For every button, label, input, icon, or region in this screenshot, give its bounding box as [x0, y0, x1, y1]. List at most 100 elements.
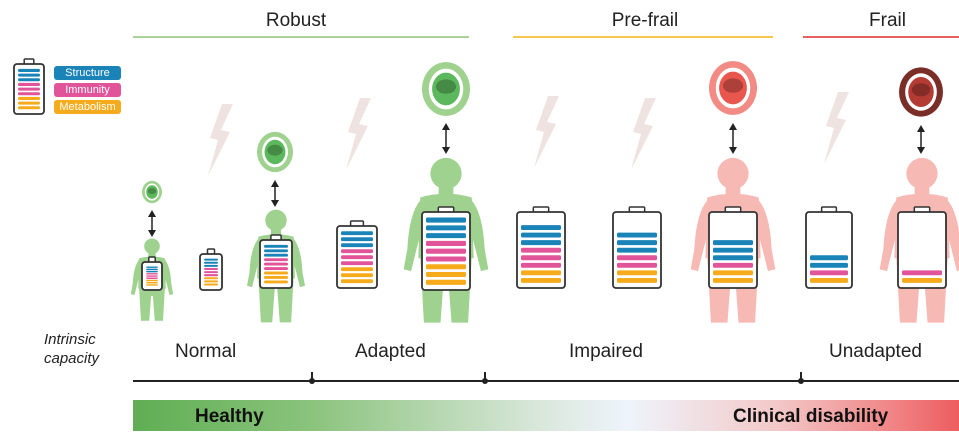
baby-mouth-icon-cavity	[146, 185, 158, 199]
adult-robust-battery-bar	[426, 264, 466, 270]
prefrail-mouth-icon-cavity	[719, 71, 747, 105]
prefrail-battery-2-bar	[617, 262, 657, 268]
child-battery-bar	[264, 262, 288, 266]
adult-prefrail-battery-bar	[713, 255, 753, 261]
child-battery-bar	[264, 280, 288, 284]
axis-tick-dot	[482, 378, 488, 384]
axis-tick-dot	[309, 378, 315, 384]
legend-battery-bar	[18, 92, 40, 96]
stage-title-prefrail: Pre-frail	[611, 10, 679, 31]
adult-robust-battery-bar	[426, 248, 466, 254]
baby-battery-bar	[146, 266, 158, 268]
child-mouth-arrow-head-down	[271, 200, 279, 207]
legend-battery-bar	[18, 68, 40, 72]
child-battery-bar	[264, 244, 288, 248]
baby-battery-bar	[146, 268, 158, 271]
small-battery-bar	[204, 271, 218, 274]
adult-prefrail-battery-bar	[713, 277, 753, 283]
medium-battery-bar	[341, 249, 373, 254]
lightning-icon	[824, 92, 849, 164]
adult-prefrail-battery-bar	[713, 262, 753, 268]
level-unadapted: Unadapted	[829, 341, 922, 362]
prefrail-battery-1-bar	[521, 232, 561, 238]
medium-battery-bar	[341, 279, 373, 284]
stage-underline-robust	[133, 36, 469, 38]
frail-battery-bar	[810, 255, 848, 261]
child-battery-bar	[264, 267, 288, 270]
prefrail-battery-2-bar	[617, 255, 657, 261]
baby-battery-bar	[146, 284, 158, 286]
level-normal: Normal	[175, 341, 237, 362]
legend-battery-bar	[18, 78, 40, 82]
baby-battery-bar	[146, 270, 158, 273]
prefrail-battery-2-bar	[617, 232, 657, 238]
adult-prefrail-battery-bar	[713, 270, 753, 276]
spectrum-label-healthy: Healthy	[195, 406, 264, 427]
medium-battery-bar	[341, 261, 373, 266]
frail-battery-bar	[810, 270, 848, 276]
small-battery-bar	[204, 280, 218, 283]
intrinsic-capacity-line2: capacity	[44, 350, 100, 367]
legend-battery-bar	[18, 106, 40, 110]
lightning-icon	[631, 98, 656, 170]
child-mouth-icon-cavity	[264, 139, 286, 165]
prefrail-battery-1-bar	[521, 240, 561, 246]
adult-frail-battery-bar	[902, 277, 942, 283]
adult-frail-battery-bar	[902, 270, 942, 276]
baby-mouth-arrow-head-up	[148, 210, 156, 217]
medium-battery-bar	[341, 273, 373, 278]
legend-label-structure: Structure	[54, 66, 121, 80]
child-battery-bar	[264, 271, 288, 275]
child-battery-bar	[264, 253, 288, 257]
prefrail-battery-1-bar	[521, 270, 561, 276]
adult-robust-battery-bar	[426, 279, 466, 285]
legend-label-immunity: Immunity	[54, 83, 121, 97]
baby-battery-bar	[146, 282, 158, 284]
adult-prefrail-battery-bar	[713, 240, 753, 246]
medium-battery-bar	[341, 243, 373, 248]
baby-battery-bar	[146, 275, 158, 277]
prefrail-mouth-arrow-head-down	[729, 147, 737, 154]
adult-prefrail-battery-bar	[713, 247, 753, 253]
adult-mouth-arrow-head-up	[442, 123, 450, 130]
prefrail-battery-1-bar	[521, 255, 561, 261]
level-impaired: Impaired	[569, 341, 643, 362]
medium-battery-bar	[341, 255, 373, 260]
health-gradient-bar	[133, 400, 959, 431]
adult-mouth-icon-tongue	[435, 79, 457, 94]
stage-underline-frail	[803, 36, 959, 38]
legend-battery-bar	[18, 87, 40, 91]
baby-battery-bar	[146, 277, 158, 279]
stage-title-frail: Frail	[869, 10, 906, 31]
prefrail-battery-2-bar	[617, 247, 657, 253]
adult-robust-battery-bar	[426, 225, 466, 231]
legend-battery-bar	[18, 101, 40, 105]
lightning-icon	[534, 96, 559, 168]
prefrail-battery-1-bar	[521, 262, 561, 268]
lightning-icon	[346, 98, 371, 170]
axis-tick-dot	[798, 378, 804, 384]
child-mouth-arrow-head-up	[271, 180, 279, 187]
medium-battery-bar	[341, 231, 373, 236]
adult-robust-battery-bar	[426, 256, 466, 262]
frail-mouth-icon-cavity	[908, 77, 934, 107]
small-battery-bar	[204, 258, 218, 261]
child-battery-bar	[264, 276, 288, 279]
legend-battery-bar	[18, 82, 40, 86]
adult-robust-battery-bar	[426, 272, 466, 278]
child-mouth-icon-tongue	[267, 144, 283, 156]
prefrail-battery-2-bar	[617, 270, 657, 276]
adult-robust-battery-bar	[426, 240, 466, 246]
baby-mouth-arrow-head-down	[148, 230, 156, 237]
stage-title-robust: Robust	[265, 10, 327, 31]
frail-mouth-arrow-head-down	[917, 147, 925, 154]
small-battery-bar	[204, 274, 218, 277]
prefrail-battery-1-bar	[521, 247, 561, 253]
prefrail-mouth-icon-tongue	[722, 78, 744, 93]
adult-robust-battery-bar	[426, 233, 466, 239]
medium-battery-bar	[341, 267, 373, 272]
frail-mouth-icon-tongue	[911, 83, 931, 97]
prefrail-battery-1-bar	[521, 277, 561, 283]
frail-battery-bar	[810, 277, 848, 283]
legend-battery-bar	[18, 73, 40, 77]
